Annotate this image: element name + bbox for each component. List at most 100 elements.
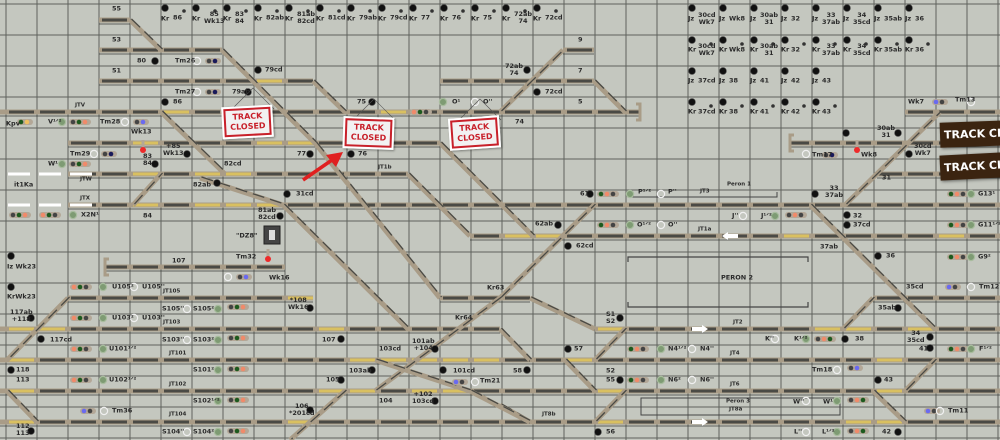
point-indicator-icon[interactable] bbox=[616, 376, 624, 384]
point-indicator-icon[interactable] bbox=[841, 335, 849, 343]
track-section[interactable] bbox=[164, 203, 189, 207]
point-indicator-icon[interactable] bbox=[161, 4, 169, 12]
track-section[interactable] bbox=[598, 110, 623, 114]
track-section[interactable] bbox=[908, 234, 933, 238]
signal-proceed-icon[interactable] bbox=[656, 344, 666, 354]
track-section[interactable] bbox=[939, 389, 964, 393]
point-indicator-icon[interactable] bbox=[554, 221, 562, 229]
signal-off-icon[interactable] bbox=[223, 272, 233, 282]
point-indicator-icon[interactable] bbox=[27, 314, 35, 322]
track-section-occupied[interactable] bbox=[784, 234, 809, 238]
track-section-occupied[interactable] bbox=[9, 389, 34, 393]
signal-proceed-icon[interactable] bbox=[832, 427, 842, 437]
point-indicator-icon[interactable] bbox=[750, 67, 758, 75]
track-section-occupied[interactable] bbox=[505, 234, 530, 238]
track-section[interactable] bbox=[505, 420, 530, 424]
track-section[interactable] bbox=[257, 327, 282, 331]
point-indicator-icon[interactable] bbox=[688, 4, 696, 12]
track-section[interactable] bbox=[133, 420, 158, 424]
track-section[interactable] bbox=[691, 203, 716, 207]
point-indicator-icon[interactable] bbox=[688, 98, 696, 106]
track-section[interactable] bbox=[381, 420, 406, 424]
signal-off-icon[interactable] bbox=[738, 211, 748, 221]
track-section[interactable] bbox=[102, 358, 127, 362]
track-section[interactable] bbox=[567, 420, 592, 424]
track-section[interactable] bbox=[288, 172, 313, 176]
signal-off-icon[interactable] bbox=[89, 149, 99, 159]
track-section[interactable] bbox=[257, 172, 282, 176]
point-indicator-icon[interactable] bbox=[688, 36, 696, 44]
signal-proceed-icon[interactable] bbox=[213, 304, 223, 314]
track-section[interactable] bbox=[753, 389, 778, 393]
track-section[interactable] bbox=[939, 296, 964, 300]
point-indicator-icon[interactable] bbox=[161, 98, 169, 106]
track-section[interactable] bbox=[970, 110, 995, 114]
track-section-occupied[interactable] bbox=[443, 389, 468, 393]
track-section[interactable] bbox=[226, 265, 251, 269]
signal-proceed-icon[interactable] bbox=[625, 189, 635, 199]
track-section-occupied[interactable] bbox=[9, 420, 34, 424]
track-closed-sign[interactable]: TRACK CLOSED bbox=[221, 104, 275, 140]
point-indicator-icon[interactable] bbox=[874, 376, 882, 384]
track-section[interactable] bbox=[133, 48, 158, 52]
track-section[interactable] bbox=[288, 327, 313, 331]
track-section-occupied[interactable] bbox=[257, 79, 282, 83]
signal-off-icon[interactable] bbox=[129, 282, 139, 292]
point-indicator-icon[interactable] bbox=[244, 88, 252, 96]
track-section[interactable] bbox=[815, 203, 840, 207]
track-section[interactable] bbox=[133, 327, 158, 331]
track-section-occupied[interactable] bbox=[877, 358, 902, 362]
track-section[interactable] bbox=[629, 234, 654, 238]
track-section[interactable] bbox=[567, 110, 592, 114]
point-indicator-icon[interactable] bbox=[894, 428, 902, 436]
point-indicator-icon[interactable] bbox=[431, 345, 439, 353]
track-section[interactable] bbox=[9, 110, 34, 114]
track-section[interactable] bbox=[71, 296, 96, 300]
track-section[interactable] bbox=[505, 110, 530, 114]
track-section-occupied[interactable] bbox=[567, 358, 592, 362]
track-section[interactable] bbox=[164, 358, 189, 362]
point-indicator-icon[interactable] bbox=[306, 406, 314, 414]
point-indicator-icon[interactable] bbox=[523, 366, 531, 374]
signal-off-icon[interactable] bbox=[470, 377, 480, 387]
point-indicator-icon[interactable] bbox=[811, 190, 819, 198]
track-section-unassigned[interactable] bbox=[39, 172, 61, 176]
track-section[interactable] bbox=[133, 79, 158, 83]
track-section[interactable] bbox=[722, 389, 747, 393]
signal-proceed-icon[interactable] bbox=[966, 344, 976, 354]
track-section[interactable] bbox=[939, 358, 964, 362]
track-section[interactable] bbox=[133, 265, 158, 269]
track-closed-sign[interactable]: TRACK CLOSED bbox=[447, 115, 502, 151]
point-indicator-icon[interactable] bbox=[37, 335, 45, 343]
track-section[interactable] bbox=[877, 172, 902, 176]
track-section[interactable] bbox=[505, 358, 530, 362]
track-section[interactable] bbox=[815, 420, 840, 424]
track-section[interactable] bbox=[970, 327, 995, 331]
point-indicator-icon[interactable] bbox=[781, 36, 789, 44]
track-section[interactable] bbox=[815, 389, 840, 393]
point-indicator-icon[interactable] bbox=[905, 4, 913, 12]
track-section[interactable] bbox=[908, 203, 933, 207]
track-section-occupied[interactable] bbox=[226, 203, 251, 207]
track-section[interactable] bbox=[846, 389, 871, 393]
point-indicator-icon[interactable] bbox=[894, 129, 902, 137]
track-section-occupied[interactable] bbox=[288, 420, 313, 424]
track-section[interactable] bbox=[815, 358, 840, 362]
track-section[interactable] bbox=[722, 358, 747, 362]
track-section[interactable] bbox=[412, 141, 437, 145]
point-indicator-icon[interactable] bbox=[337, 335, 345, 343]
track-section[interactable] bbox=[790, 141, 809, 145]
track-section[interactable] bbox=[381, 172, 406, 176]
track-section[interactable] bbox=[474, 234, 499, 238]
track-section[interactable] bbox=[195, 420, 220, 424]
track-section[interactable] bbox=[970, 203, 995, 207]
track-section[interactable] bbox=[846, 203, 871, 207]
track-section[interactable] bbox=[195, 327, 220, 331]
track-section[interactable] bbox=[226, 79, 251, 83]
shunt-signal-red-icon[interactable] bbox=[854, 147, 860, 153]
track-section[interactable] bbox=[443, 420, 468, 424]
track-section[interactable] bbox=[846, 358, 871, 362]
track-section[interactable] bbox=[195, 110, 220, 114]
track-section[interactable] bbox=[226, 420, 251, 424]
point-indicator-icon[interactable] bbox=[750, 36, 758, 44]
